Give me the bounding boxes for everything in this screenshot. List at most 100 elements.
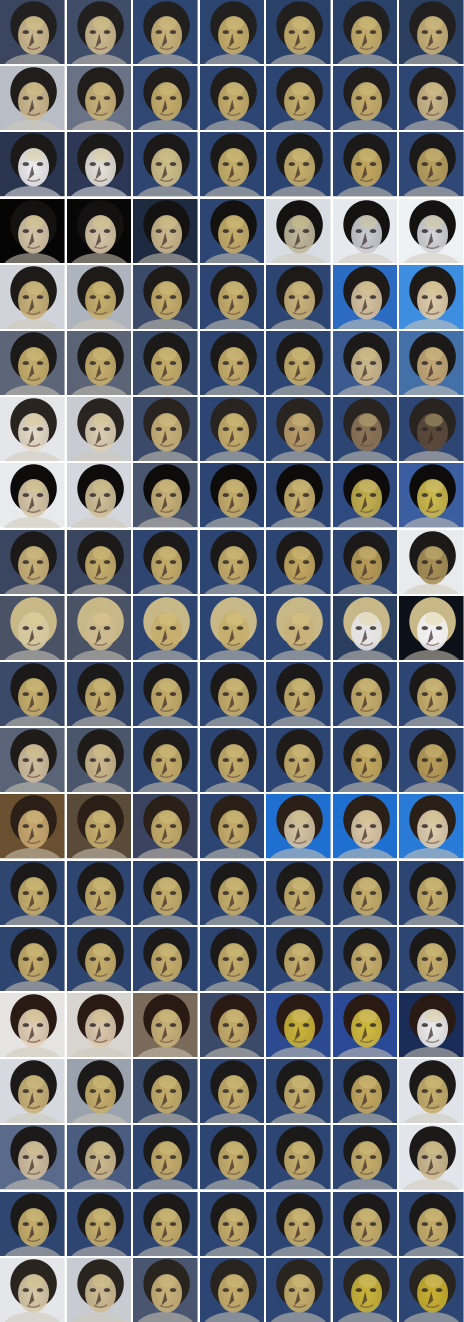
face-thumbnail — [332, 463, 398, 528]
eye-mark — [222, 294, 229, 299]
nose-shadow — [228, 165, 234, 180]
mouth-mark — [293, 708, 307, 712]
eye-mark — [288, 294, 296, 299]
face-thumbnail — [266, 860, 331, 925]
nose-shadow — [294, 1291, 301, 1306]
eye-mark — [288, 1023, 296, 1028]
eye-mark — [103, 758, 110, 763]
face-image — [199, 66, 265, 131]
face-thumbnail — [133, 66, 198, 131]
eye-mark — [303, 1023, 310, 1028]
face-image — [332, 529, 398, 594]
face-image — [0, 66, 65, 131]
nose-shadow — [427, 231, 434, 247]
eye-mark — [36, 361, 44, 366]
face-thumbnail — [199, 993, 265, 1058]
face-image — [332, 794, 398, 859]
face-thumbnail — [66, 860, 132, 925]
eye-mark — [169, 96, 177, 101]
nose-shadow — [161, 430, 168, 445]
face-thumbnail — [399, 529, 464, 594]
mouth-mark — [226, 973, 241, 977]
face-thumbnail — [199, 1059, 265, 1124]
nose-shadow — [28, 960, 35, 975]
face-thumbnail — [199, 132, 265, 197]
mouth-mark — [426, 112, 440, 117]
face-thumbnail — [133, 331, 198, 396]
mouth-mark — [93, 112, 107, 117]
face-thumbnail — [0, 595, 65, 660]
face-thumbnail — [266, 463, 331, 528]
face-image — [133, 1125, 198, 1190]
eye-mark — [236, 559, 243, 564]
eye-mark — [22, 956, 30, 961]
face-region — [217, 148, 249, 187]
face-image — [199, 264, 265, 329]
face-region — [84, 413, 116, 452]
eye-mark — [222, 228, 229, 233]
eye-mark — [22, 890, 30, 895]
mouth-mark — [26, 1237, 41, 1242]
face-region — [18, 82, 50, 121]
face-thumbnail — [66, 463, 132, 528]
face-thumbnail — [199, 331, 265, 396]
face-thumbnail — [133, 1059, 198, 1124]
nose-shadow — [427, 430, 434, 445]
eye-mark — [355, 1155, 362, 1160]
face-region — [417, 942, 449, 982]
face-thumbnail — [0, 264, 65, 329]
eye-mark — [222, 1155, 229, 1160]
face-region — [217, 82, 249, 121]
eye-mark — [369, 427, 377, 432]
eye-mark — [155, 162, 163, 167]
nose-shadow — [427, 298, 434, 313]
eye-mark — [422, 427, 429, 432]
face-thumbnail — [66, 728, 132, 793]
nose-shadow — [161, 761, 168, 776]
face-thumbnail — [133, 728, 198, 793]
face-region — [84, 347, 116, 386]
face-region — [350, 148, 382, 187]
nose-shadow — [361, 827, 368, 842]
eye-mark — [288, 1155, 296, 1160]
eye-mark — [436, 96, 443, 101]
eye-mark — [222, 559, 229, 564]
face-image — [199, 397, 265, 462]
face-image — [0, 794, 65, 859]
face-thumbnail — [66, 264, 132, 329]
face-image — [133, 397, 198, 462]
face-thumbnail — [332, 1059, 398, 1124]
nose-shadow — [427, 1291, 434, 1306]
eye-mark — [422, 294, 429, 299]
eye-mark — [22, 824, 30, 829]
mouth-mark — [426, 311, 440, 315]
nose-shadow — [361, 761, 368, 776]
eye-mark — [369, 758, 377, 763]
face-image — [66, 1257, 132, 1322]
mouth-mark — [293, 112, 307, 117]
face-region — [217, 16, 249, 55]
face-thumbnail — [66, 0, 132, 65]
nose-shadow — [228, 1224, 234, 1240]
eye-mark — [169, 692, 177, 697]
face-region — [417, 82, 449, 121]
eye-mark — [236, 30, 243, 35]
face-thumbnail — [199, 0, 265, 65]
eye-mark — [36, 162, 44, 167]
eye-mark — [222, 427, 229, 432]
mouth-mark — [226, 178, 241, 183]
eye-mark — [236, 625, 243, 630]
nose-shadow — [94, 1291, 101, 1306]
eye-mark — [303, 294, 310, 299]
eye-mark — [303, 824, 310, 829]
eye-mark — [288, 1221, 296, 1226]
eye-mark — [155, 692, 163, 697]
eye-mark — [222, 30, 229, 35]
nose-shadow — [361, 562, 368, 578]
face-thumbnail — [332, 198, 398, 263]
eye-mark — [303, 361, 310, 366]
face-image — [399, 132, 464, 197]
mouth-mark — [93, 642, 107, 646]
face-region — [284, 148, 316, 187]
face-thumbnail — [399, 264, 464, 329]
